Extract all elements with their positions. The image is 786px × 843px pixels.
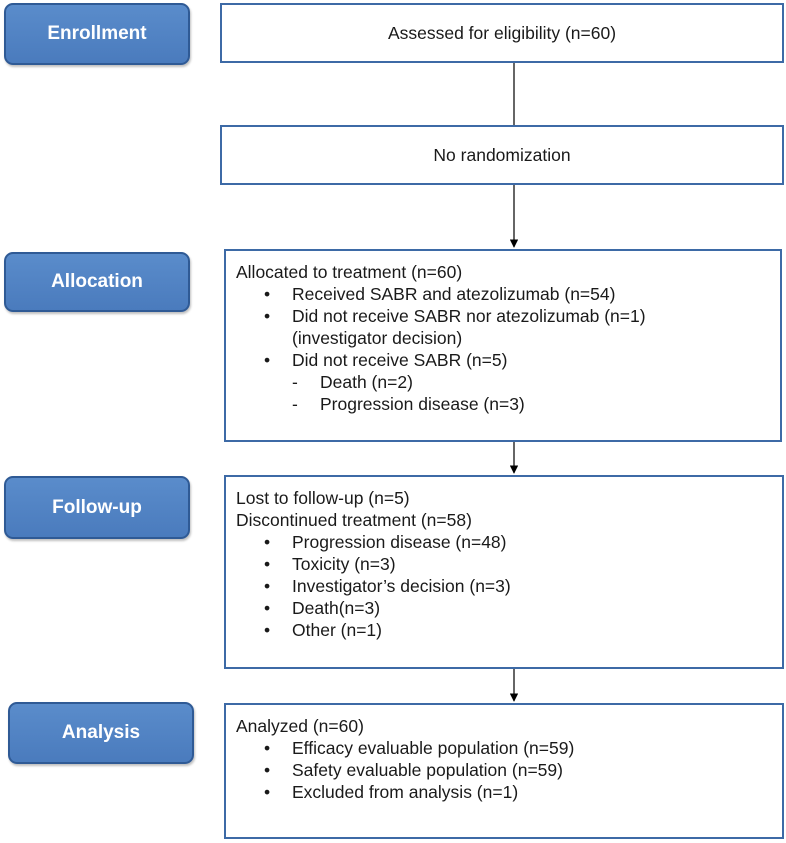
sub-list-item: - Death (n=2): [292, 372, 413, 392]
bullet-icon: •: [264, 760, 271, 780]
list-item: • Did not receive SABR nor atezolizumab …: [264, 306, 646, 348]
list-item: •Efficacy evaluable population (n=59): [264, 738, 575, 758]
list-item: • Received SABR and atezolizumab (n=54): [264, 284, 616, 304]
bullet-icon: •: [264, 350, 271, 370]
sub-list-item: - Progression disease (n=3): [292, 394, 525, 414]
analysis-list: •Efficacy evaluable population (n=59) •S…: [236, 737, 782, 803]
list-item: •Excluded from analysis (n=1): [264, 782, 519, 802]
bullet-icon: •: [264, 620, 271, 640]
list-item: •Other (n=1): [264, 620, 382, 640]
allocation-list: • Received SABR and atezolizumab (n=54) …: [236, 283, 780, 415]
dash-icon: -: [292, 372, 298, 392]
bullet-icon: •: [264, 782, 271, 802]
dash-icon: -: [292, 394, 298, 414]
stage-label-enrollment: Enrollment: [4, 3, 190, 65]
list-item-continuation: (investigator decision): [292, 328, 463, 348]
bullet-icon: •: [264, 554, 271, 574]
no-randomization-text: No randomization: [433, 145, 571, 165]
lost-to-followup: Lost to follow-up (n=5): [236, 488, 410, 508]
discontinued-heading: Discontinued treatment (n=58): [236, 510, 472, 530]
followup-list: •Progression disease (n=48) •Toxicity (n…: [236, 531, 782, 641]
bullet-icon: •: [264, 576, 271, 596]
followup-box: Lost to follow-up (n=5) Discontinued tre…: [224, 475, 784, 669]
allocation-sublist: - Death (n=2) - Progression disease (n=3…: [292, 371, 780, 415]
analyzed-heading: Analyzed (n=60): [236, 716, 364, 736]
list-item: • Did not receive SABR (n=5) - Death (n=…: [264, 349, 780, 415]
list-item: •Toxicity (n=3): [264, 554, 396, 574]
bullet-icon: •: [264, 532, 271, 552]
bullet-icon: •: [264, 598, 271, 618]
allocation-heading: Allocated to treatment (n=60): [236, 262, 463, 282]
bullet-icon: •: [264, 284, 271, 304]
list-item: •Progression disease (n=48): [264, 532, 507, 552]
list-item: •Safety evaluable population (n=59): [264, 760, 563, 780]
stage-label-analysis: Analysis: [8, 702, 194, 764]
stage-label-followup: Follow-up: [4, 476, 190, 539]
stage-label-allocation: Allocation: [4, 252, 190, 312]
assessed-box: Assessed for eligibility (n=60): [220, 3, 784, 63]
allocation-box: Allocated to treatment (n=60) • Received…: [224, 249, 782, 442]
bullet-icon: •: [264, 738, 271, 758]
no-randomization-box: No randomization: [220, 125, 784, 185]
analysis-box: Analyzed (n=60) •Efficacy evaluable popu…: [224, 703, 784, 839]
list-item: •Investigator’s decision (n=3): [264, 576, 511, 596]
bullet-icon: •: [264, 306, 271, 326]
list-item: •Death(n=3): [264, 598, 381, 618]
assessed-text: Assessed for eligibility (n=60): [387, 23, 617, 43]
